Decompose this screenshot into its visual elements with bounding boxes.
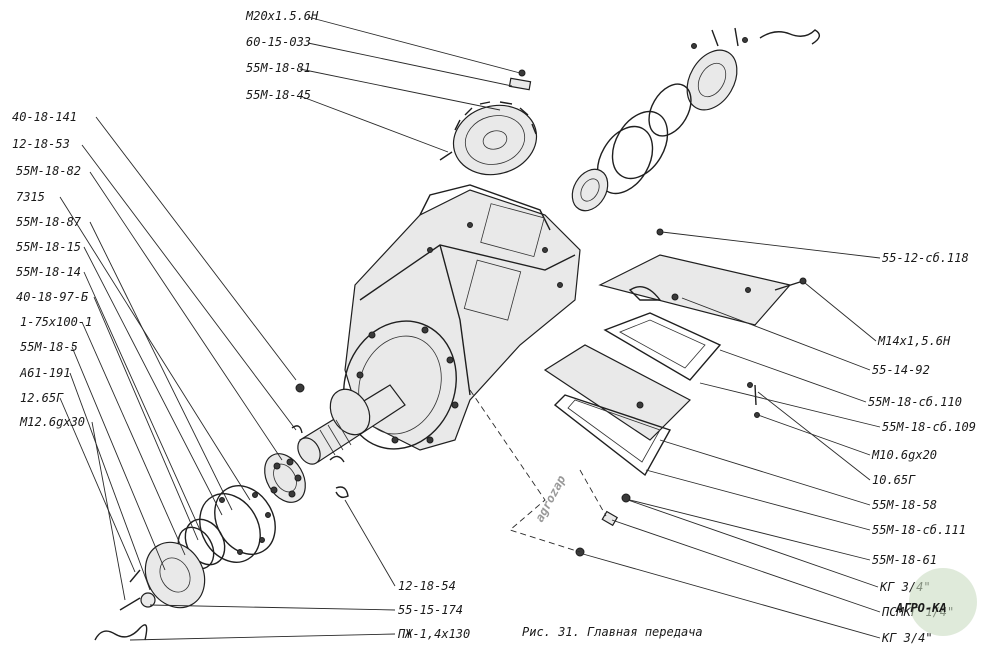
label-55m-18-87: 55М-18-87 [16,215,82,229]
label-m20: М20х1.5.6Н [245,9,319,23]
label-1-75x100-1: 1-75х100-1 [20,315,92,329]
gasket-plate [603,312,722,381]
left-flange-stack [144,485,276,609]
top-cover [598,254,807,326]
label-40-18-97-b: 40-18-97-Б [16,290,89,304]
label-55m-18-sb111: 55М-18-сб.111 [872,523,966,537]
brand-logo-text: АГРО-КА [895,601,947,615]
label-7315: 7315 [16,190,45,204]
left-small-parts [94,383,349,641]
label-55m-18-58: 55М-18-58 [872,498,937,512]
label-60-15-033: 60-15-033 [246,35,311,49]
leaders-bottom [129,499,396,641]
assembly-line-2 [579,469,607,517]
label-55m-18-61: 55М-18-61 [872,553,937,567]
label-12-18-53: 12-18-53 [12,137,70,151]
leaders-left [59,116,297,601]
leaders-right [582,231,881,639]
label-a61-191: А61-191 [19,366,71,380]
watermark-text: agrozap [532,473,568,524]
label-40-18-141: 40-18-141 [12,110,77,124]
label-55m-18-15: 55М-18-15 [16,240,81,254]
label-12-18-54: 12-18-54 [398,579,456,593]
label-pzh: ПЖ-1,4х130 [397,627,470,641]
figure-caption: Рис. 31. Главная передача [522,625,703,639]
upper-right-assembly [571,27,820,236]
label-kg-3-4-b: КГ 3/4" [881,631,933,645]
label-55-14-92: 55-14-92 [872,363,930,377]
leaders-top [299,16,521,153]
label-10-65g: 10.65Г [872,473,916,487]
label-m14: М14х1,5.6Н [877,334,951,348]
label-m12: М12.6gх30 [19,415,85,429]
assembly-line-1 [469,389,581,553]
drive-shaft [297,384,406,465]
bevel-gear [439,69,538,176]
label-55m-18-82: 55М-18-82 [16,164,81,178]
left-bearing [264,453,306,503]
label-55m-18-45: 55М-18-45 [246,88,311,102]
bottom-cover [543,344,760,477]
label-55-12-sb118: 55-12-сб.118 [882,251,969,265]
brand-logo: АГРО-КА [895,568,977,636]
label-55m-18-81: 55М-18-81 [246,61,311,75]
label-55-15-174: 55-15-174 [398,603,463,617]
label-12-65g: 12.65Г [20,391,64,405]
plugs [575,493,631,557]
label-55m-18-sb110: 55М-18-сб.110 [868,395,962,409]
label-m10: М10.6gх20 [871,448,937,462]
label-55m-18-5: 55М-18-5 [20,340,78,354]
label-55m-18-14: 55М-18-14 [16,265,81,279]
label-55m-18-sb109: 55М-18-сб.109 [882,420,976,434]
